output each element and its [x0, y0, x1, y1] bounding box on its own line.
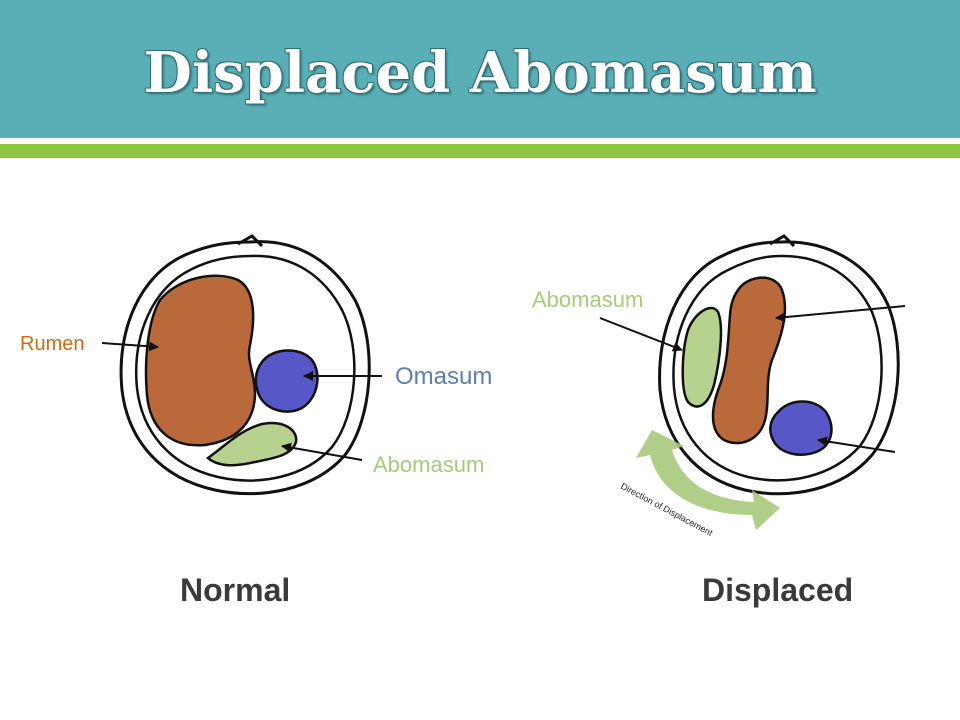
rumen-leader-line — [101, 341, 159, 352]
accent-bar — [0, 144, 960, 158]
displaced-rumen-leader-line — [775, 305, 906, 323]
normal-diagram: Omasum Abomasum — [101, 234, 492, 496]
normal-omasum — [254, 349, 319, 413]
rumen-label: Rumen — [20, 333, 85, 355]
normal-abomasum-label: Abomasum — [373, 452, 484, 477]
normal-body-outline — [119, 234, 371, 496]
displaced-abomasum-leader-line — [599, 317, 683, 352]
page-title: Displaced Abomasum — [143, 40, 817, 106]
normal-caption: Normal — [180, 572, 291, 608]
displaced-abomasum-label: Abomasum — [532, 287, 643, 312]
displaced-omasum-leader-line — [817, 436, 896, 453]
displaced-abomasum — [681, 306, 723, 408]
displaced-caption: Displaced — [702, 572, 854, 608]
displaced-rumen — [711, 276, 787, 445]
normal-inner-wall — [135, 254, 356, 482]
normal-rumen — [144, 274, 257, 447]
displaced-inner-wall — [672, 254, 883, 482]
title-banner: Displaced Abomasum — [0, 0, 960, 138]
displaced-omasum — [769, 400, 833, 456]
displaced-body-outline — [658, 234, 900, 496]
omasum-label: Omasum — [395, 363, 492, 390]
abomasum-leader-line — [281, 442, 363, 461]
direction-arrow — [636, 430, 780, 530]
normal-abomasum — [205, 421, 298, 467]
displaced-diagram: Abomasum Direction of Displacement — [532, 234, 906, 538]
